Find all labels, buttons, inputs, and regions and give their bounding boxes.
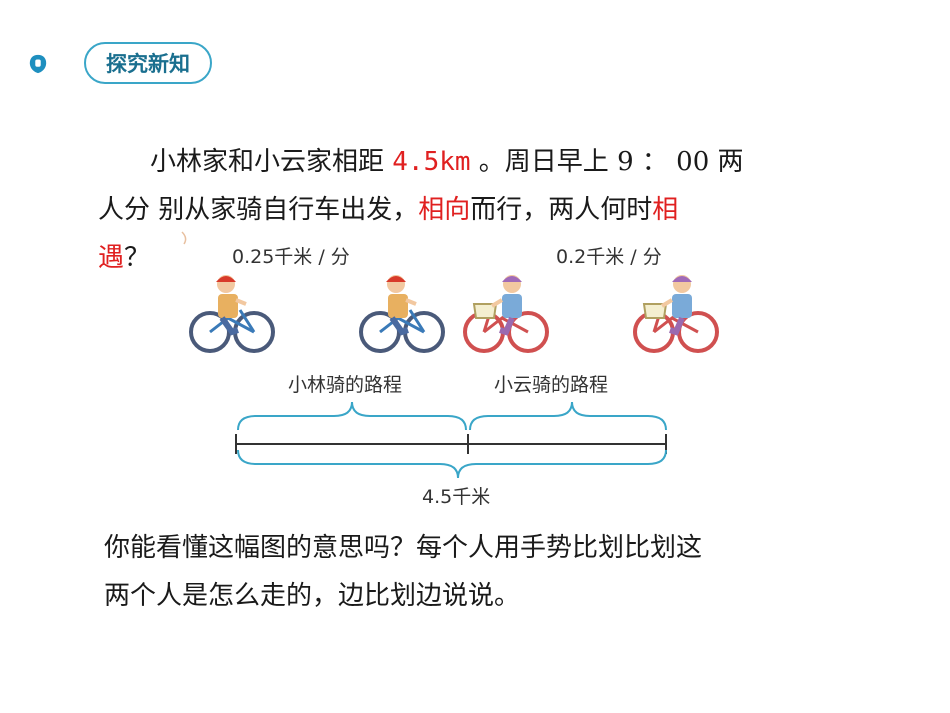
brace-yun bbox=[469, 401, 667, 431]
problem-line-1: 小林家和小云家相距 4.5km 。周日早上 9 ： 00 两 bbox=[98, 138, 858, 186]
problem-text: 小林家和小云家相距 bbox=[150, 147, 393, 177]
question-line-1: 你能看懂这幅图的意思吗？每个人用手势比划比划这 bbox=[104, 533, 703, 563]
distance-value: 4.5km bbox=[392, 147, 471, 177]
route-label-lin: 小林骑的路程 bbox=[288, 374, 403, 396]
total-distance-label: 4.5千米 bbox=[422, 486, 491, 508]
problem-text: ？ bbox=[124, 243, 151, 273]
keyword-meet: 遇 bbox=[98, 243, 125, 273]
problem-statement: 小林家和小云家相距 4.5km 。周日早上 9 ： 00 两 人分 别从家骑自行… bbox=[98, 138, 858, 282]
discussion-question: 你能看懂这幅图的意思吗？每个人用手势比划比划这 两个人是怎么走的，边比划边说说。 bbox=[104, 524, 864, 620]
section-title: 探究新知 bbox=[84, 42, 212, 84]
cyclist-yun-start bbox=[633, 275, 719, 353]
decor-mark bbox=[181, 231, 187, 245]
question-line-2: 两个人是怎么走的，边比划边说说。 bbox=[104, 581, 521, 611]
section-marker-icon bbox=[29, 54, 47, 74]
brace-total bbox=[237, 449, 667, 479]
keyword-meet: 相 bbox=[652, 195, 679, 225]
route-label-yun: 小云骑的路程 bbox=[494, 374, 609, 396]
distance-line bbox=[235, 434, 667, 454]
problem-line-3: 遇？ bbox=[98, 234, 858, 282]
speed-label-lin: 0.25千米 / 分 bbox=[232, 246, 350, 268]
speed-label-yun: 0.2千米 / 分 bbox=[556, 246, 662, 268]
brace-lin bbox=[237, 401, 467, 431]
problem-text: 人分 别从家骑自行车出发， bbox=[98, 195, 419, 225]
problem-line-2: 人分 别从家骑自行车出发，相向而行，两人何时相 bbox=[98, 186, 858, 234]
cyclist-lin-meet bbox=[359, 275, 445, 353]
keyword-direction: 相向 bbox=[418, 195, 471, 225]
problem-text: 而行，两人何时 bbox=[470, 195, 653, 225]
problem-text: 。周日早上 9 ： 00 两 bbox=[470, 147, 744, 177]
cyclist-yun-meet bbox=[463, 275, 549, 353]
cyclist-lin-start bbox=[189, 275, 275, 353]
